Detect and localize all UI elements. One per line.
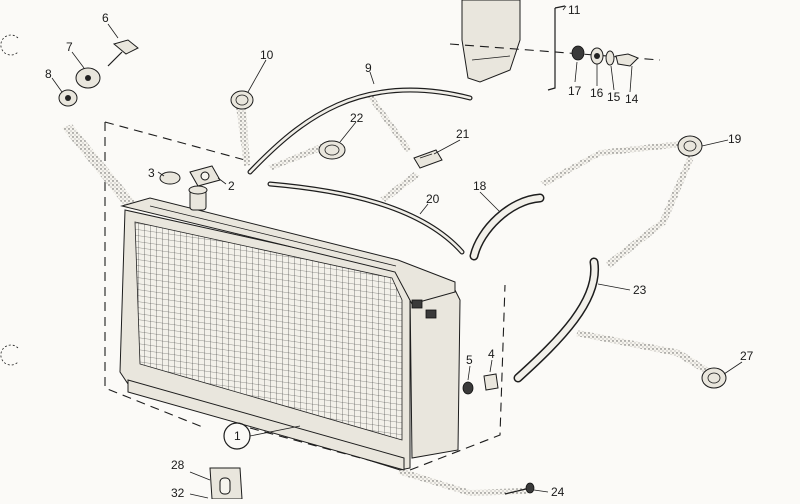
callout-labels: 6 7 8 10 9 11 17 16 15 14 22 21 19 3 2 1… (45, 3, 754, 500)
pipe-20 (267, 181, 465, 255)
callout-4: 4 (488, 347, 495, 361)
callout-6: 6 (102, 11, 109, 25)
pipe-9 (247, 87, 473, 175)
callout-1: 1 (234, 429, 241, 443)
callout-10: 10 (260, 48, 274, 62)
callout-19: 19 (728, 132, 742, 146)
assembly-frame (104, 121, 506, 471)
callout-2: 2 (228, 179, 235, 193)
callout-24: 24 (551, 485, 565, 499)
clip-21 (413, 149, 443, 169)
callout-23: 23 (633, 283, 647, 297)
callout-32: 32 (171, 486, 185, 499)
callout-5: 5 (466, 353, 473, 367)
bracket-28 (209, 467, 243, 500)
callout-21: 21 (456, 127, 470, 141)
callout-22: 22 (350, 111, 364, 125)
callout-18: 18 (473, 179, 487, 193)
leader-lines (51, 5, 743, 499)
callout-20: 20 (426, 192, 440, 206)
radiator-assembly (119, 185, 461, 471)
callout-16: 16 (590, 86, 604, 100)
bolt-washer-nut (58, 39, 139, 107)
filler-cap-parts (159, 165, 221, 187)
callout-28: 28 (171, 458, 185, 472)
callout-3: 3 (148, 166, 155, 180)
callout-8: 8 (45, 67, 52, 81)
callout-17: 17 (568, 84, 582, 98)
bolt-24 (504, 482, 535, 495)
callout-15: 15 (607, 90, 621, 104)
hose-18 (469, 193, 545, 261)
callout-14: 14 (625, 92, 639, 106)
leader-fans (62, 94, 715, 496)
callout-9: 9 (365, 61, 372, 75)
drain-parts (462, 373, 499, 395)
callout-1-ring (223, 422, 251, 450)
callout-7: 7 (66, 40, 73, 54)
hose-clips (230, 90, 727, 389)
callout-27: 27 (740, 349, 754, 363)
callout-11: 11 (568, 3, 581, 17)
bracket-11 (547, 5, 566, 91)
hose-23 (513, 257, 600, 383)
binder-holes (0, 34, 19, 366)
